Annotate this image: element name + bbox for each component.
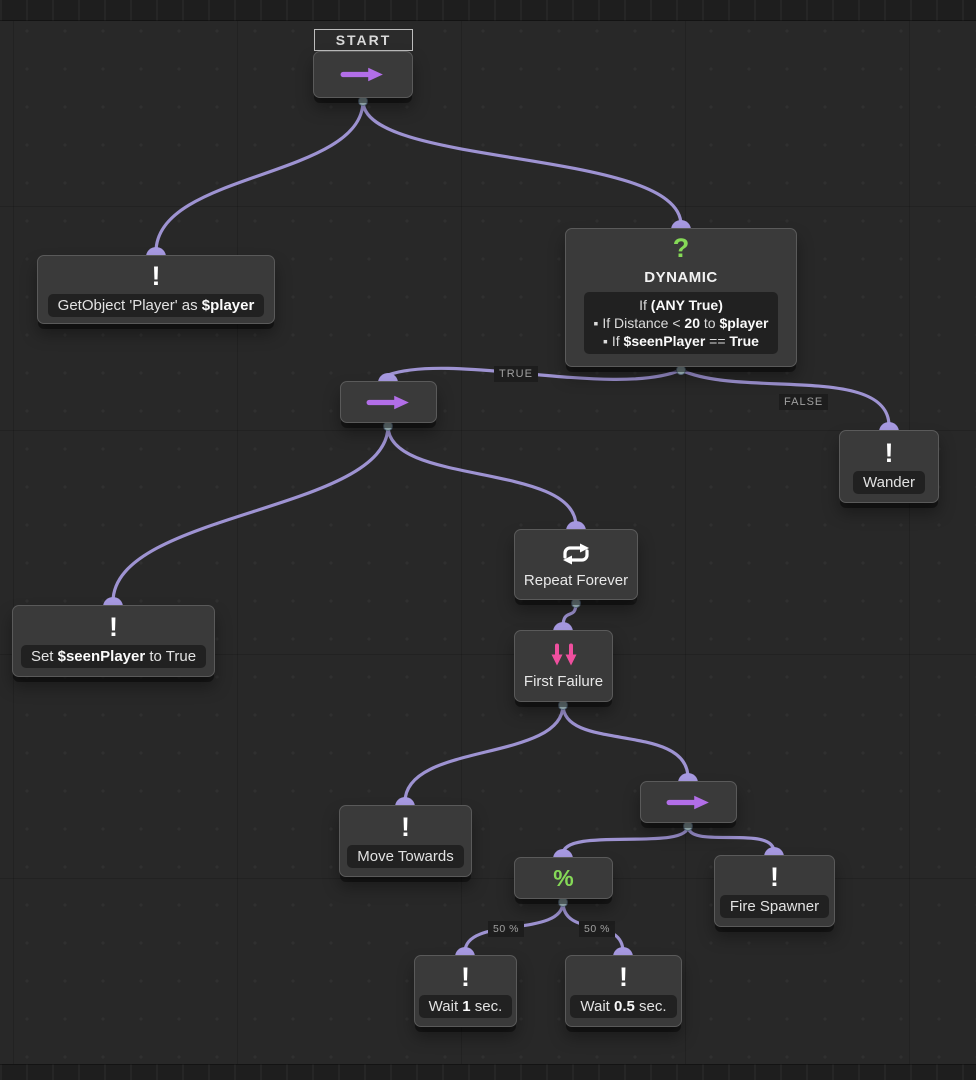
edge-sequence2-firespawner[interactable] xyxy=(686,824,776,854)
node-start[interactable] xyxy=(313,51,413,98)
edge-firstfailure-sequence2[interactable] xyxy=(561,703,690,780)
node-action-text: Fire Spawner xyxy=(719,895,830,918)
edge-start-getobject[interactable] xyxy=(154,99,365,254)
node-fire-spawner[interactable]: ! Fire Spawner xyxy=(714,855,835,927)
edge-sequence1-repeat[interactable] xyxy=(386,424,578,528)
node-wait-1[interactable]: ! Wait 1 sec. xyxy=(414,955,517,1027)
condition-line: ▪ If $seenPlayer == True xyxy=(603,333,759,349)
percent-icon: % xyxy=(553,864,574,891)
edge-label-false: FALSE xyxy=(779,394,829,410)
node-label: Repeat Forever xyxy=(523,571,629,589)
node-repeat-forever[interactable]: Repeat Forever xyxy=(514,529,638,600)
condition-line: If (ANY True) xyxy=(639,297,723,313)
node-sequence-2[interactable] xyxy=(640,781,737,823)
start-entry-label: START xyxy=(314,29,413,51)
arrow-right-icon xyxy=(666,795,709,809)
edge-start-dynamic[interactable] xyxy=(361,99,683,227)
exclamation-icon: ! xyxy=(401,812,410,842)
node-action-text: Move Towards xyxy=(347,845,464,868)
condition-line: ▪ If Distance < 20 to $player xyxy=(593,315,769,331)
loop-icon xyxy=(563,543,589,564)
exclamation-icon: ! xyxy=(770,862,779,892)
canvas-top-band xyxy=(0,0,976,21)
canvas-bottom-band xyxy=(0,1064,976,1080)
edge-label-true: TRUE xyxy=(494,366,538,382)
edge-label-50-left: 50 % xyxy=(488,921,524,937)
node-wander[interactable]: ! Wander xyxy=(839,430,939,503)
node-dynamic[interactable]: ? DYNAMIC If (ANY True) ▪ If Distance < … xyxy=(565,228,797,367)
node-action-text: Wander xyxy=(853,470,925,494)
question-mark-icon: ? xyxy=(672,233,690,263)
node-title: DYNAMIC xyxy=(644,269,718,286)
node-sequence-1[interactable] xyxy=(340,381,437,423)
node-action-text: Wait 1 sec. xyxy=(418,995,513,1018)
exclamation-icon: ! xyxy=(619,962,628,992)
node-conditions-panel: If (ANY True) ▪ If Distance < 20 to $pla… xyxy=(584,292,778,354)
arrow-right-icon xyxy=(340,67,383,82)
node-set-seenplayer[interactable]: ! Set $seenPlayer to True xyxy=(12,605,215,677)
double-down-arrow-icon xyxy=(551,643,576,665)
node-action-text: Wait 0.5 sec. xyxy=(570,995,677,1018)
edge-sequence2-percent[interactable] xyxy=(561,824,690,856)
node-action-text: GetObject 'Player' as $player xyxy=(47,293,265,317)
edge-dynamic-false-wander[interactable] xyxy=(679,368,891,428)
node-first-failure[interactable]: First Failure xyxy=(514,630,613,702)
node-move-towards[interactable]: ! Move Towards xyxy=(339,805,472,877)
exclamation-icon: ! xyxy=(884,437,894,468)
exclamation-icon: ! xyxy=(461,962,470,992)
node-action-text: Set $seenPlayer to True xyxy=(20,645,207,668)
node-random-percent[interactable]: % xyxy=(514,857,613,899)
edge-firstfailure-movetowards[interactable] xyxy=(403,703,565,804)
node-get-object[interactable]: ! GetObject 'Player' as $player xyxy=(37,255,275,324)
node-label: First Failure xyxy=(523,672,604,690)
node-wait-05[interactable]: ! Wait 0.5 sec. xyxy=(565,955,682,1027)
arrow-right-icon xyxy=(366,395,409,409)
edge-label-50-right: 50 % xyxy=(579,921,615,937)
edge-sequence1-setseen[interactable] xyxy=(111,424,390,604)
exclamation-icon: ! xyxy=(109,612,118,642)
exclamation-icon: ! xyxy=(151,260,161,291)
